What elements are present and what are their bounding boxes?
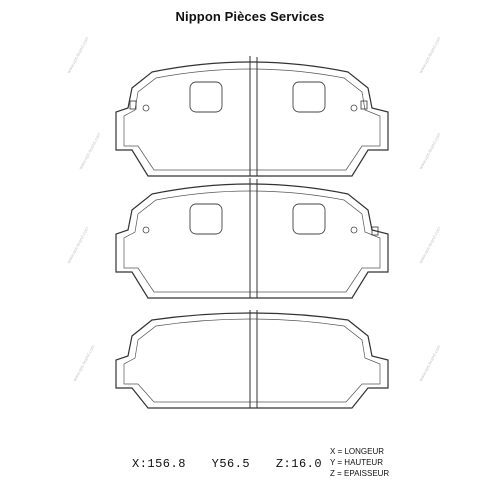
dimension-y: Y56.5 [211, 457, 251, 471]
brake-pad-middle [115, 177, 389, 299]
legend-z: Z = EPAISSEUR [330, 469, 390, 478]
brand-title: Nippon Pièces Services [175, 9, 325, 24]
brake-pad-bottom [115, 310, 389, 409]
dimensions-readout: X:156.8 Y56.5 Z:16.0 [132, 457, 340, 471]
dimension-z: Z:16.0 [275, 457, 323, 471]
legend-y: Y = HAUTEUR [330, 458, 383, 467]
dimension-x: X:156.8 [132, 457, 186, 471]
dimension-legend: X = LONGEUR Y = HAUTEUR Z = EPAISSEUR [330, 446, 389, 479]
legend-x: X = LONGEUR [330, 447, 385, 456]
brake-pad-top [115, 55, 389, 177]
